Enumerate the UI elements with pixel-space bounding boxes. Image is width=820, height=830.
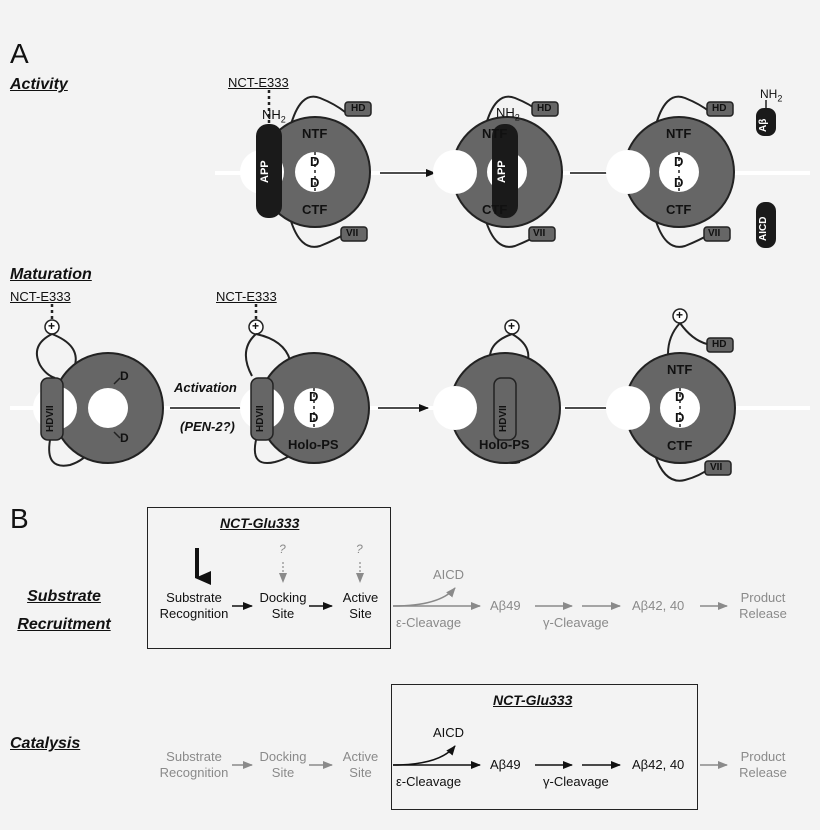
maturation-complex-3 xyxy=(433,319,561,464)
maturation-section-title: Maturation xyxy=(10,266,92,283)
vii-label-3: VII xyxy=(708,228,721,239)
r-docking: Docking Site xyxy=(259,590,307,621)
activity-nct-label: NCT-E333 xyxy=(228,75,289,90)
d-label-m1b: D xyxy=(120,431,129,445)
vii-label-m4: VII xyxy=(710,462,723,473)
c-recognition: Substrate Recognition xyxy=(159,749,229,780)
maturation-complex-4 xyxy=(606,308,736,482)
d-label-m2b: D xyxy=(309,410,319,425)
hd-label-m4: HD xyxy=(712,339,727,350)
c-ab49: Aβ49 xyxy=(490,757,521,772)
recruitment-section-title: Substrate Recruitment xyxy=(17,588,111,633)
d-label-m4a: D xyxy=(675,389,685,404)
app-nh2-label: NH2 xyxy=(262,107,286,125)
hdvii-label-2: HDVII xyxy=(255,405,266,432)
plus-icon-4: + xyxy=(676,308,684,322)
app-label-1: APP xyxy=(259,160,271,183)
r-ab4240: Aβ42, 40 xyxy=(632,598,685,613)
c-epsilon: ε-Cleavage xyxy=(396,774,462,789)
ctf-label-m4: CTF xyxy=(667,438,693,453)
app-nh2-label-2: NH2 xyxy=(496,105,520,123)
d-label-m1a: D xyxy=(120,369,129,383)
d-label-m2a: D xyxy=(309,389,319,404)
hd-label-3: HD xyxy=(712,103,727,114)
presenilin-complex-2 xyxy=(433,95,563,248)
panel-b-arrows xyxy=(195,548,728,769)
d-label-3a: D xyxy=(674,154,684,169)
ctf-label-1: CTF xyxy=(302,202,328,217)
nct-box-recruitment xyxy=(147,507,391,649)
maturation-nct-label-2: NCT-E333 xyxy=(216,289,277,304)
c-aicd: AICD xyxy=(433,725,465,740)
c-active: Active Site xyxy=(342,749,379,780)
app-substrate-docked xyxy=(492,124,518,218)
c-docking: Docking Site xyxy=(259,749,307,780)
c-ab4240: Aβ42, 40 xyxy=(632,757,685,772)
c-release: Product Release xyxy=(739,749,787,780)
box-title-recruitment: NCT-Glu333 xyxy=(220,515,300,531)
r-epsilon: ε-Cleavage xyxy=(396,615,462,630)
nct-box-catalysis xyxy=(391,684,698,810)
c-gamma: γ-Cleavage xyxy=(543,774,609,789)
ntf-label-1: NTF xyxy=(302,126,328,141)
holo-ps-label-2: Holo-PS xyxy=(288,437,339,452)
hd-helix xyxy=(344,101,372,117)
vii-label-1: VII xyxy=(346,228,359,239)
box-title-catalysis: NCT-Glu333 xyxy=(493,692,573,708)
plus-icon-3: + xyxy=(508,319,516,333)
app-label-2: APP xyxy=(496,160,508,183)
abeta-label: Aβ xyxy=(758,118,769,132)
maturation-complex-2 xyxy=(240,304,370,464)
r-recognition: Substrate Recognition xyxy=(159,590,229,621)
hdvii-helix-2 xyxy=(250,377,274,441)
maturation-row-graphics xyxy=(10,304,810,482)
ntf-label-2: NTF xyxy=(482,126,508,141)
activation-label: Activation xyxy=(174,380,237,395)
pen2-label: (PEN-2?) xyxy=(180,419,235,434)
presenilin-complex-1 xyxy=(240,90,372,248)
d-label-1b: D xyxy=(310,175,320,190)
d-label-1a: D xyxy=(310,154,320,169)
vii-helix xyxy=(340,226,368,242)
maturation-nct-label-1: NCT-E333 xyxy=(10,289,71,304)
activity-row-graphics xyxy=(215,90,810,248)
abeta-product xyxy=(756,108,776,136)
r-active: Active Site xyxy=(342,590,379,621)
app-substrate xyxy=(256,124,282,218)
d-label-3b: D xyxy=(674,175,684,190)
ntf-label-3: NTF xyxy=(666,126,692,141)
r-gamma: γ-Cleavage xyxy=(543,615,609,630)
ctf-label-2: CTF xyxy=(482,202,508,217)
hdvii-helix-1 xyxy=(40,377,64,441)
question-active: ? xyxy=(356,542,363,556)
vii-label-2: VII xyxy=(533,228,546,239)
hd-label-1: HD xyxy=(351,103,366,114)
holo-ps-label-3: Holo-PS xyxy=(479,437,530,452)
plus-icon-2: + xyxy=(252,319,260,333)
aicd-product xyxy=(756,202,776,248)
d-label-m4b: D xyxy=(675,410,685,425)
r-release: Product Release xyxy=(739,590,787,621)
question-docking: ? xyxy=(279,542,286,556)
hdvii-helix-3 xyxy=(493,377,517,441)
panel-a-label: A xyxy=(10,38,29,69)
presenilin-complex-3 xyxy=(606,95,735,248)
catalysis-section-title: Catalysis xyxy=(10,735,81,752)
ntf-label-m4: NTF xyxy=(667,362,693,377)
hdvii-label-3: HDVII xyxy=(498,405,509,432)
hd-label-2: HD xyxy=(537,103,552,114)
plus-icon-1: + xyxy=(48,319,56,333)
r-aicd: AICD xyxy=(433,567,465,582)
panel-b-label: B xyxy=(10,503,29,534)
ctf-label-3: CTF xyxy=(666,202,692,217)
aicd-product-label: AICD xyxy=(758,216,769,241)
hdvii-label-1: HDVII xyxy=(45,405,56,432)
maturation-complex-1 xyxy=(33,304,164,467)
abeta-nh2-label: NH2 xyxy=(760,87,783,104)
activity-section-title: Activity xyxy=(10,76,68,93)
r-ab49: Aβ49 xyxy=(490,598,521,613)
